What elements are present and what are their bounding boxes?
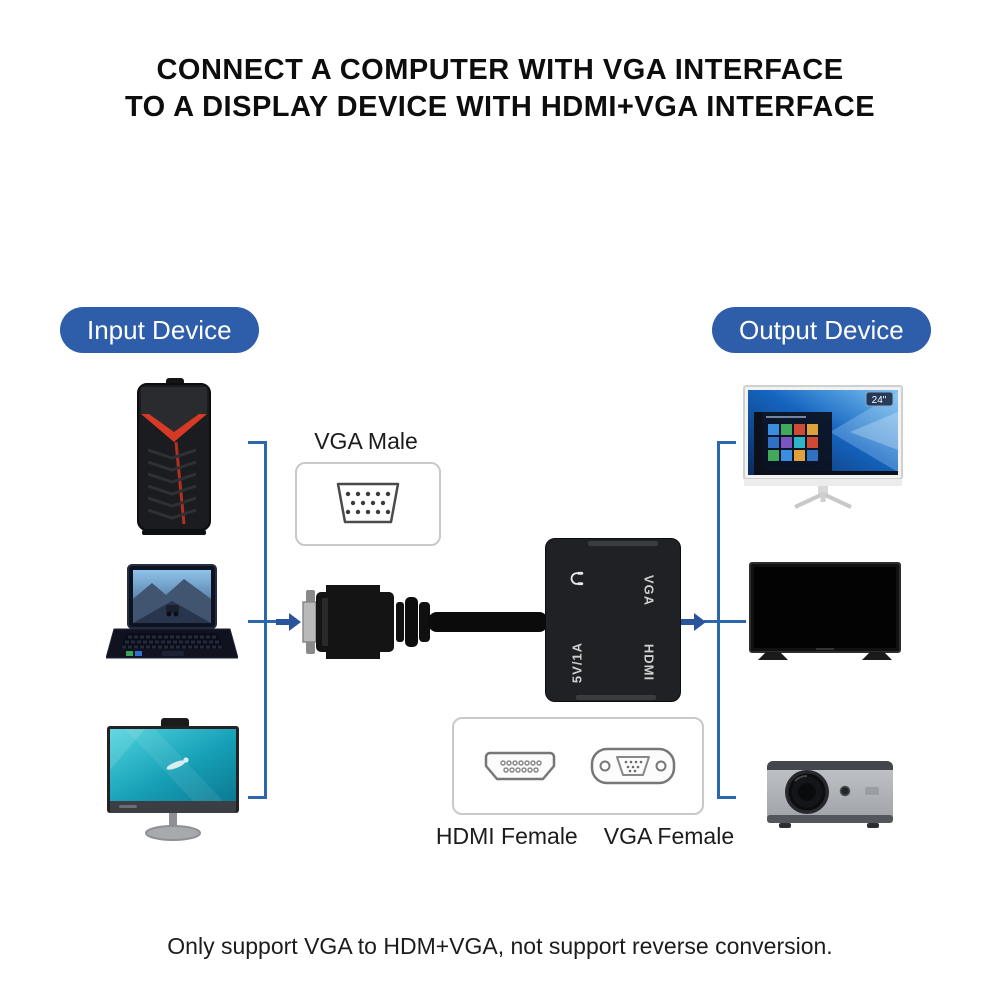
- female-connector-labels: HDMI Female VGA Female: [420, 823, 750, 850]
- flow-arrow-left: [276, 612, 302, 637]
- monitor-size-badge: 24": [872, 395, 887, 406]
- vga-female-connector-icon: [590, 747, 676, 785]
- projector-image: [763, 751, 897, 840]
- headphone-icon: [570, 571, 584, 586]
- adapter-power-port-label: 5V/1A: [569, 641, 585, 684]
- adapter-top-port-slot: [588, 541, 658, 546]
- input-device-pill: Input Device: [60, 307, 259, 353]
- gaming-laptop-icon: [105, 564, 239, 659]
- desktop-monitor-icon: 24": [743, 385, 903, 509]
- vga-male-label: VGA Male: [314, 428, 418, 454]
- footer-note: Only support VGA to HDM+VGA, not support…: [167, 933, 833, 959]
- gaming-laptop-image: [105, 563, 239, 672]
- all-in-one-pc-icon: [107, 718, 239, 841]
- adapter-bottom-port-slot: [576, 695, 656, 700]
- page-title: CONNECT A COMPUTER WITH VGA INTERFACE TO…: [0, 52, 1000, 126]
- vga-male-connector-icon: [336, 482, 400, 524]
- flow-arrow-right: [681, 612, 707, 637]
- adapter-audio-port: [568, 570, 591, 588]
- tv-image: [746, 561, 904, 670]
- desktop-tower-icon: [137, 378, 211, 535]
- desktop-tower-image: [128, 376, 220, 543]
- right-arrow-icon: [276, 613, 301, 631]
- tv-icon: [749, 562, 901, 660]
- hdmi-female-label: HDMI Female: [435, 823, 578, 849]
- output-device-pill: Output Device: [712, 307, 931, 353]
- adapter-vga-port-label: VGA: [641, 574, 657, 607]
- right-arrow-icon: [681, 613, 706, 631]
- hdmi-female-connector-icon: [484, 751, 556, 781]
- vga-to-hdmi-vga-adapter: VGA HDMI 5V/1A: [545, 538, 681, 702]
- title-line-2: TO A DISPLAY DEVICE WITH HDMI+VGA INTERF…: [124, 91, 876, 123]
- adapter-hdmi-port-label: HDMI: [641, 643, 657, 682]
- female-connectors-box: [452, 717, 704, 815]
- desktop-monitor-image: 24": [738, 384, 908, 515]
- output-middle-line: [704, 620, 746, 623]
- vga-cable-connector-icon: [302, 585, 548, 659]
- vga-male-box: [295, 462, 441, 546]
- title-line-1: CONNECT A COMPUTER WITH VGA INTERFACE: [156, 54, 844, 86]
- input-middle-line: [248, 620, 279, 623]
- all-in-one-pc-image: [101, 718, 245, 849]
- vga-female-label: VGA Female: [603, 823, 735, 849]
- vga-cable-image: [298, 578, 548, 671]
- projector-icon: [767, 761, 893, 828]
